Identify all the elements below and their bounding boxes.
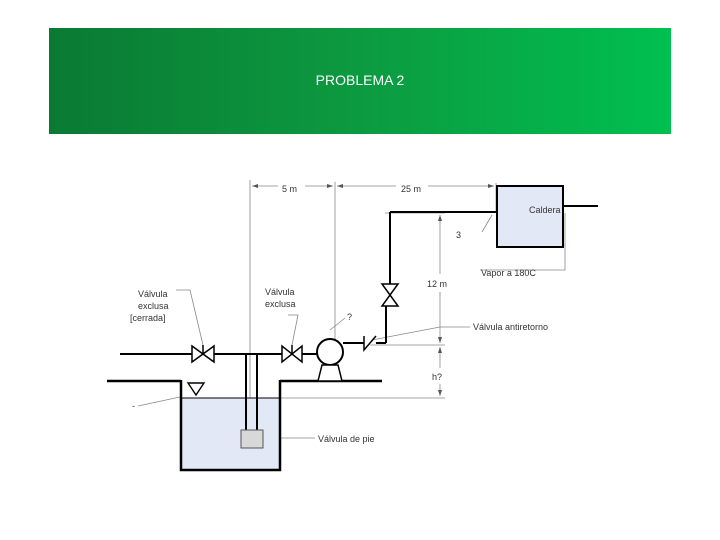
valve-closed-label-3: [cerrada] xyxy=(130,313,166,323)
pump-body xyxy=(316,338,344,366)
leader-left xyxy=(137,396,181,407)
check-valve xyxy=(363,335,377,353)
valve-open-label-1: Válvula xyxy=(265,287,295,297)
left-mark-label: - xyxy=(132,401,135,411)
dim-3-label: 3 xyxy=(456,230,461,240)
steam-label: Vapor a 180C xyxy=(481,268,536,278)
foot-valve-label: Válvula de pie xyxy=(318,434,375,444)
pump-base xyxy=(317,364,343,382)
valve-closed-label-1: Válvula xyxy=(138,289,168,299)
valve-closed-label-2: exclusa xyxy=(138,301,169,311)
water-level-icon xyxy=(186,382,206,397)
title-banner: PROBLEMA 2 xyxy=(49,28,671,134)
leader-pump xyxy=(329,317,346,331)
gate-valve-discharge xyxy=(380,283,400,307)
leader-check-valve xyxy=(371,326,470,341)
dim-5m-label: 5 m xyxy=(282,184,297,194)
dim-12m-label: 12 m xyxy=(427,279,447,289)
leader-steam xyxy=(480,213,566,271)
tank-water xyxy=(181,398,280,469)
pump-unknown-label: ? xyxy=(347,312,352,322)
dim-25m-label: 25 m xyxy=(401,184,421,194)
dim-h-label: h? xyxy=(432,372,442,382)
foot-valve xyxy=(240,429,264,449)
boiler xyxy=(496,185,564,248)
boiler-label: Caldera xyxy=(529,205,561,215)
arrow-heads xyxy=(252,184,494,396)
leader-open-valve xyxy=(288,314,299,346)
slide-title: PROBLEMA 2 xyxy=(315,72,405,88)
tank-walls xyxy=(179,380,282,472)
valve-open-label-2: exclusa xyxy=(265,299,296,309)
leader-3 xyxy=(481,214,493,233)
check-valve-label: Válvula antiretorno xyxy=(473,322,548,332)
leader-closed-valve xyxy=(176,289,204,346)
